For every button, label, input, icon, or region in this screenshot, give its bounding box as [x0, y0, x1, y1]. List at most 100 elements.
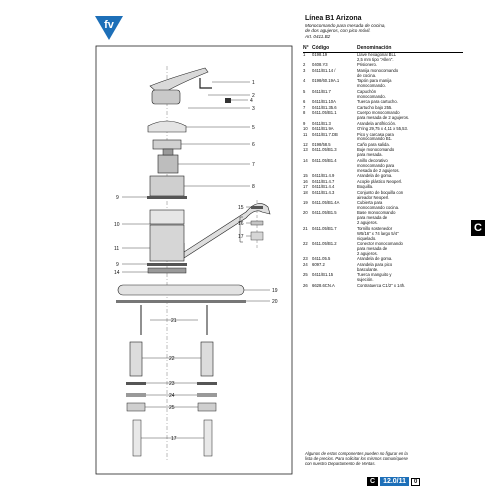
- part-number: 10: [303, 126, 308, 132]
- part-code: 0411.05/B1.3: [312, 147, 337, 153]
- part-number: 1: [303, 52, 306, 57]
- part-code: 0411/B1.3: [312, 120, 331, 126]
- base-cover: [117, 284, 245, 296]
- part-description: Arandela de goma.: [357, 257, 463, 262]
- base-plate: [116, 300, 246, 303]
- part-description-line: W5/16" x 74 largo 5/4": [357, 230, 399, 236]
- handle-body: [151, 89, 181, 105]
- part-number: 24: [303, 261, 308, 267]
- parts-table-header: N° Código Denominación: [303, 45, 463, 53]
- connector-right: [200, 341, 214, 377]
- cap: [147, 120, 187, 133]
- aerator-nozzle: [250, 231, 264, 241]
- callout-9b: 9: [116, 262, 119, 268]
- logo-triangle: [95, 16, 123, 40]
- spout-washer-left: [126, 393, 146, 397]
- part-description-line: monocomando para: [357, 162, 395, 168]
- callout-15: 15: [238, 205, 244, 211]
- col-number-header: N°: [303, 45, 309, 51]
- part-code: 0198/60.19A.1: [312, 78, 340, 84]
- part-code: 0411/B1.35.6: [312, 104, 337, 110]
- col-description-header: Denominación: [357, 45, 392, 51]
- part-code: 0411/B1.7.DB: [312, 131, 338, 137]
- drawing-frame: [95, 45, 293, 475]
- part-description-line: Anillo decorativo: [357, 157, 388, 163]
- callout-7: 7: [252, 162, 255, 168]
- part-number: 5: [303, 88, 306, 94]
- part-description-line: Acople plástico Neoperl.: [357, 178, 403, 184]
- callout-22: 22: [169, 356, 175, 362]
- part-number: 26: [303, 282, 308, 288]
- part-description-line: para mesada de 2 agujeros.: [357, 115, 410, 121]
- part-description: Acople plástico Neoperl.: [357, 178, 463, 185]
- aerator-adapter: [250, 220, 264, 226]
- callout-11: 11: [114, 246, 119, 252]
- product-description-1: Monocomando para mesada de cocina,: [305, 23, 386, 28]
- part-code: 0411/B1.14 /: [312, 67, 336, 73]
- part-number: 11: [303, 131, 308, 137]
- part-description-line: monocomando cocina.: [357, 204, 400, 210]
- brand-logo: fv: [95, 16, 123, 40]
- part-description-line: Llave hexagonal BLL: [357, 52, 397, 57]
- callout-3: 3: [252, 106, 255, 112]
- callout-1: 1: [252, 80, 255, 86]
- part-code: 0411.05/B1.7: [312, 225, 337, 231]
- part-code: 0411.05/B1.2: [312, 241, 337, 247]
- part-description-line: Cartucho bajo 255.: [357, 104, 393, 110]
- part-description-line: 2,5 mm tipo "Allen".: [357, 56, 394, 62]
- part-description-line: Arandela para pico: [357, 261, 393, 267]
- part-number: 22: [303, 241, 308, 247]
- footnote: Algunos de estos componentes pueden no f…: [305, 451, 445, 466]
- part-description-line: aireador Neoperl.: [357, 194, 390, 200]
- part-description-line: Buje monocomando: [357, 147, 395, 153]
- part-code: 0198/58.5: [312, 141, 331, 147]
- part-number: 7: [303, 104, 306, 110]
- spout-housing: [149, 224, 185, 262]
- part-number: 13: [303, 147, 308, 153]
- callout-6: 6: [252, 142, 255, 148]
- part-number: 18: [303, 189, 308, 195]
- callout-20: 20: [272, 299, 278, 305]
- spout-washer-right: [197, 393, 217, 397]
- part-description-line: Tuerca manguito y: [357, 272, 392, 278]
- part-description-line: Tuerca para cartucho.: [357, 99, 398, 105]
- part-description-line: monocomando B1.: [357, 136, 393, 142]
- callout-17: 17: [238, 234, 244, 240]
- part-description: Tuerca para cartucho.: [357, 99, 463, 105]
- part-code: 0408.Y3: [312, 62, 328, 68]
- part-number: 12: [303, 141, 308, 147]
- product-title: Línea B1 Arizona: [305, 15, 362, 22]
- part-number: 6: [303, 99, 306, 105]
- part-code: 0411.05/B1.1: [312, 110, 337, 116]
- antifriction-washer-top: [147, 196, 187, 199]
- product-description-2: de dos agujeros, con pico móvil.: [305, 28, 371, 34]
- part-description: Prisionero.: [357, 63, 463, 68]
- part-description: Arandela de goma.: [357, 173, 463, 179]
- part-code: 0198.19: [312, 52, 328, 57]
- table-row: 7 0411/B1.35.6 Cartucho bajo 255.: [303, 104, 463, 111]
- callout-25: 25: [169, 405, 175, 411]
- part-code: 0411.05.5: [312, 256, 331, 262]
- part-code: 0411/B1.9A: [312, 126, 334, 132]
- part-number: 8: [303, 110, 306, 116]
- part-description-line: monocomando.: [357, 83, 386, 89]
- section-label: C: [367, 477, 379, 486]
